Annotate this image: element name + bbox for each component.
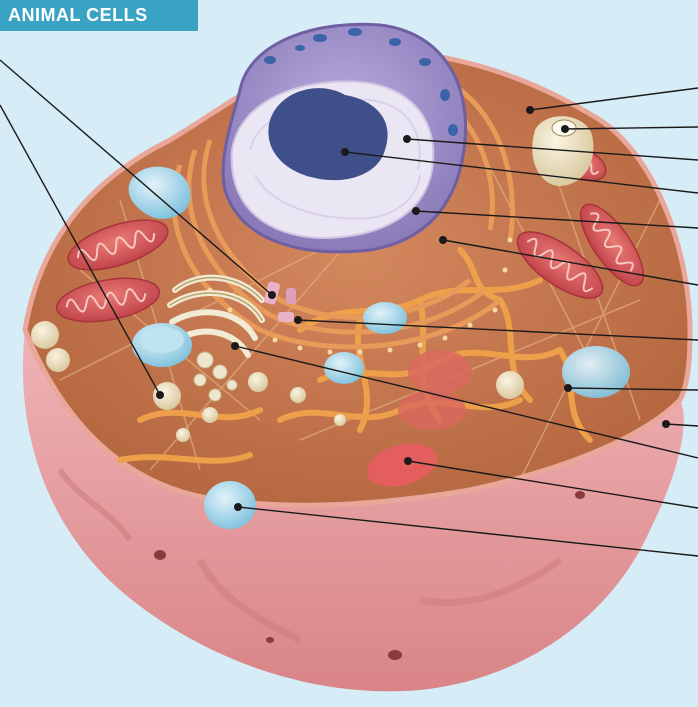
title-banner: ANIMAL CELLS xyxy=(0,0,198,31)
figure-title: ANIMAL CELLS xyxy=(8,5,148,25)
nucleus xyxy=(223,24,465,252)
